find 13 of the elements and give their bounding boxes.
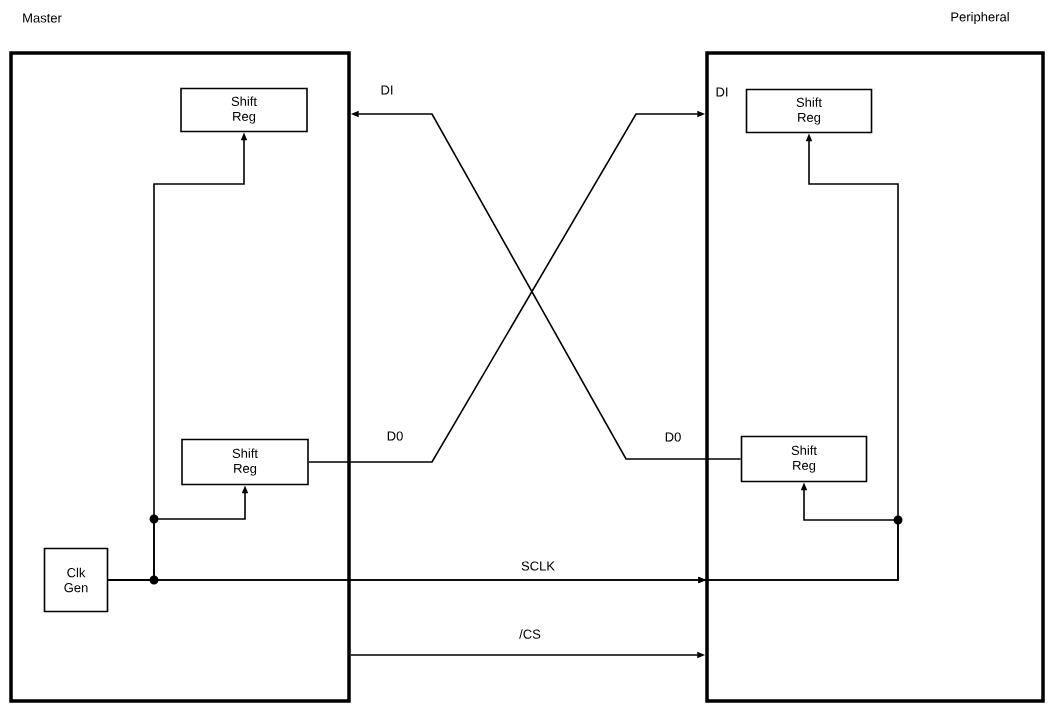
pin-label: DI [381,85,393,95]
module-title: Peripheral [951,11,1009,25]
pin-label: D0 [387,431,403,441]
pin-label: DI [716,87,728,97]
signal-label: SCLK [520,560,556,572]
block-box: Shift Reg [745,88,873,134]
pin-label: D0 [665,432,681,442]
block-box: Shift Reg [740,435,868,483]
block-box: Shift Reg [180,87,308,133]
module-title: Master [23,13,62,23]
block-box: Clk Gen [43,547,109,613]
block-box: Shift Reg [181,438,309,486]
signal-label: /CS [518,628,542,640]
